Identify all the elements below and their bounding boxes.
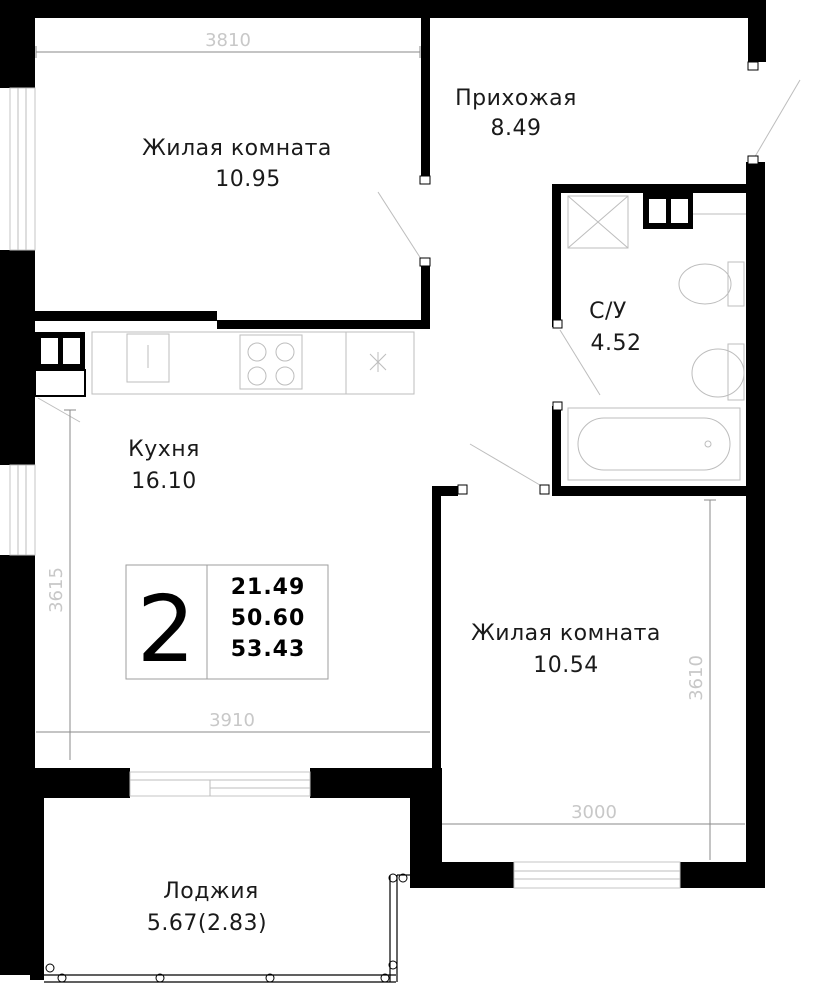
living-area: 21.49 bbox=[231, 575, 306, 600]
vent-shafts bbox=[34, 193, 693, 397]
room-name-hall: Прихожая bbox=[455, 86, 577, 111]
kitchen-fixtures bbox=[91, 331, 415, 395]
room-name-loggia: Лоджия bbox=[163, 879, 259, 904]
dim-top-width: 3810 bbox=[205, 30, 251, 51]
room-name-bath: С/У bbox=[589, 299, 627, 324]
room-name-living2: Жилая комната bbox=[471, 621, 661, 646]
room-area-living1: 10.95 bbox=[215, 167, 280, 192]
dim-kitchen-width: 3910 bbox=[209, 710, 255, 731]
summary-box bbox=[125, 564, 329, 680]
room-name-living1: Жилая комната bbox=[142, 136, 332, 161]
bathroom-fixtures bbox=[567, 195, 746, 481]
room-area-hall: 8.49 bbox=[491, 116, 542, 141]
total-area: 50.60 bbox=[231, 606, 306, 631]
room-area-bath: 4.52 bbox=[591, 331, 642, 356]
room-name-kitchen: Кухня bbox=[128, 437, 200, 462]
dim-kitchen-height: 3615 bbox=[46, 567, 67, 613]
room-area-kitchen: 16.10 bbox=[131, 469, 196, 494]
doors bbox=[37, 61, 801, 495]
rooms-count: 2 bbox=[137, 576, 196, 683]
dim-bed2-height: 3610 bbox=[686, 655, 707, 701]
room-area-loggia: 5.67(2.83) bbox=[147, 911, 267, 936]
walls bbox=[0, 0, 766, 980]
dimension-lines bbox=[35, 46, 745, 860]
dim-bed2-width: 3000 bbox=[571, 802, 617, 823]
room-area-living2: 10.54 bbox=[533, 653, 598, 678]
windows bbox=[9, 87, 681, 889]
loggia-glazing bbox=[44, 873, 410, 983]
total-with-loggia: 53.43 bbox=[231, 637, 306, 662]
